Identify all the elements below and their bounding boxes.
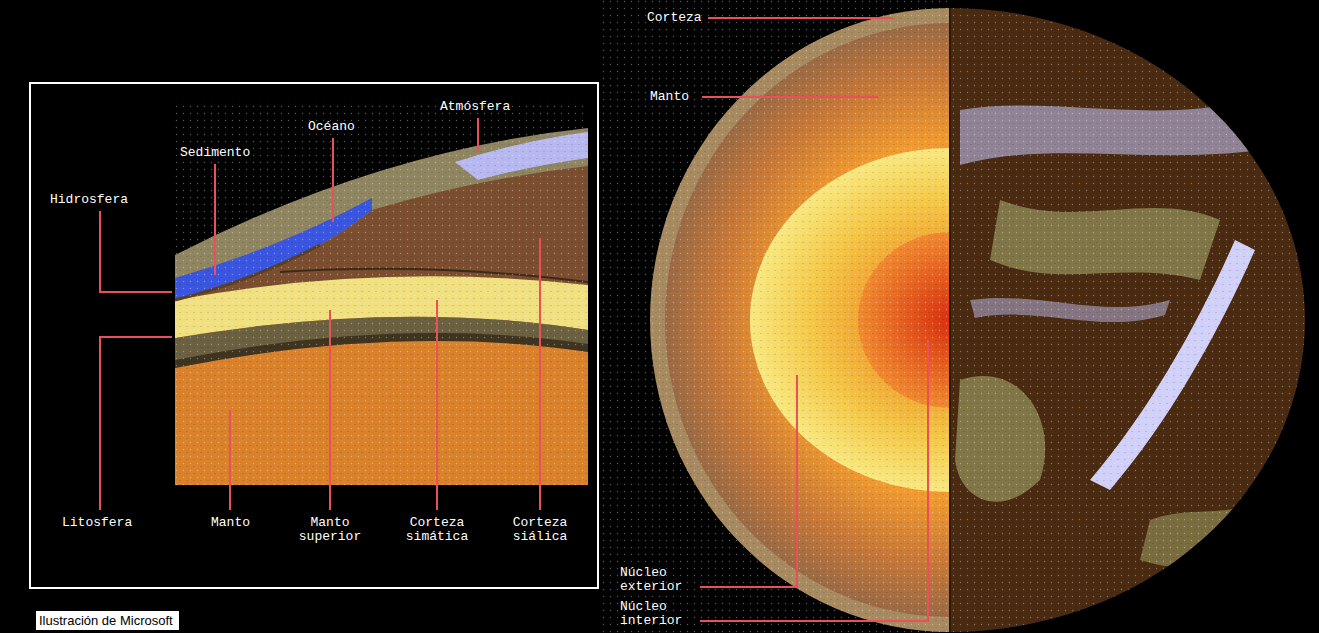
globe-surface xyxy=(950,0,1319,633)
leader-line xyxy=(702,96,878,98)
leader-line xyxy=(700,375,797,587)
part-label: Corteza xyxy=(647,11,702,25)
cross-section xyxy=(175,100,588,485)
texture xyxy=(950,0,1319,633)
texture xyxy=(175,100,588,485)
part-label: Manto superior xyxy=(293,516,367,544)
part-label: Océano xyxy=(308,120,355,134)
part-label: Manto xyxy=(650,90,689,104)
part-label: Corteza simática xyxy=(400,516,474,544)
inset-frame xyxy=(30,83,598,588)
leader-line xyxy=(708,17,893,19)
texture xyxy=(600,0,950,633)
globe xyxy=(595,0,1319,633)
part-label: Corteza siálica xyxy=(503,516,577,544)
leader-line xyxy=(477,118,479,152)
part-label: Núcleo interior xyxy=(620,600,694,628)
leader-line xyxy=(700,340,928,621)
leader-line xyxy=(332,138,334,222)
cut-line xyxy=(949,8,951,632)
part-label: Sedimento xyxy=(180,146,250,160)
caption: Ilustración de Microsoft xyxy=(36,611,179,630)
leader-line xyxy=(214,164,216,275)
part-label: Manto xyxy=(211,516,250,530)
leader-line xyxy=(100,337,172,510)
part-label: Núcleo exterior xyxy=(620,566,694,594)
leader-line xyxy=(436,300,438,510)
globe-cutaway xyxy=(600,0,950,633)
leader-line xyxy=(229,410,231,510)
leader-line xyxy=(100,211,172,292)
part-label: Hidrosfera xyxy=(50,193,128,207)
leader-line xyxy=(329,310,331,510)
leader-lines xyxy=(100,18,928,621)
part-label: Litosfera xyxy=(62,516,132,530)
leader-line xyxy=(539,238,541,510)
part-label: Atmósfera xyxy=(440,100,510,114)
